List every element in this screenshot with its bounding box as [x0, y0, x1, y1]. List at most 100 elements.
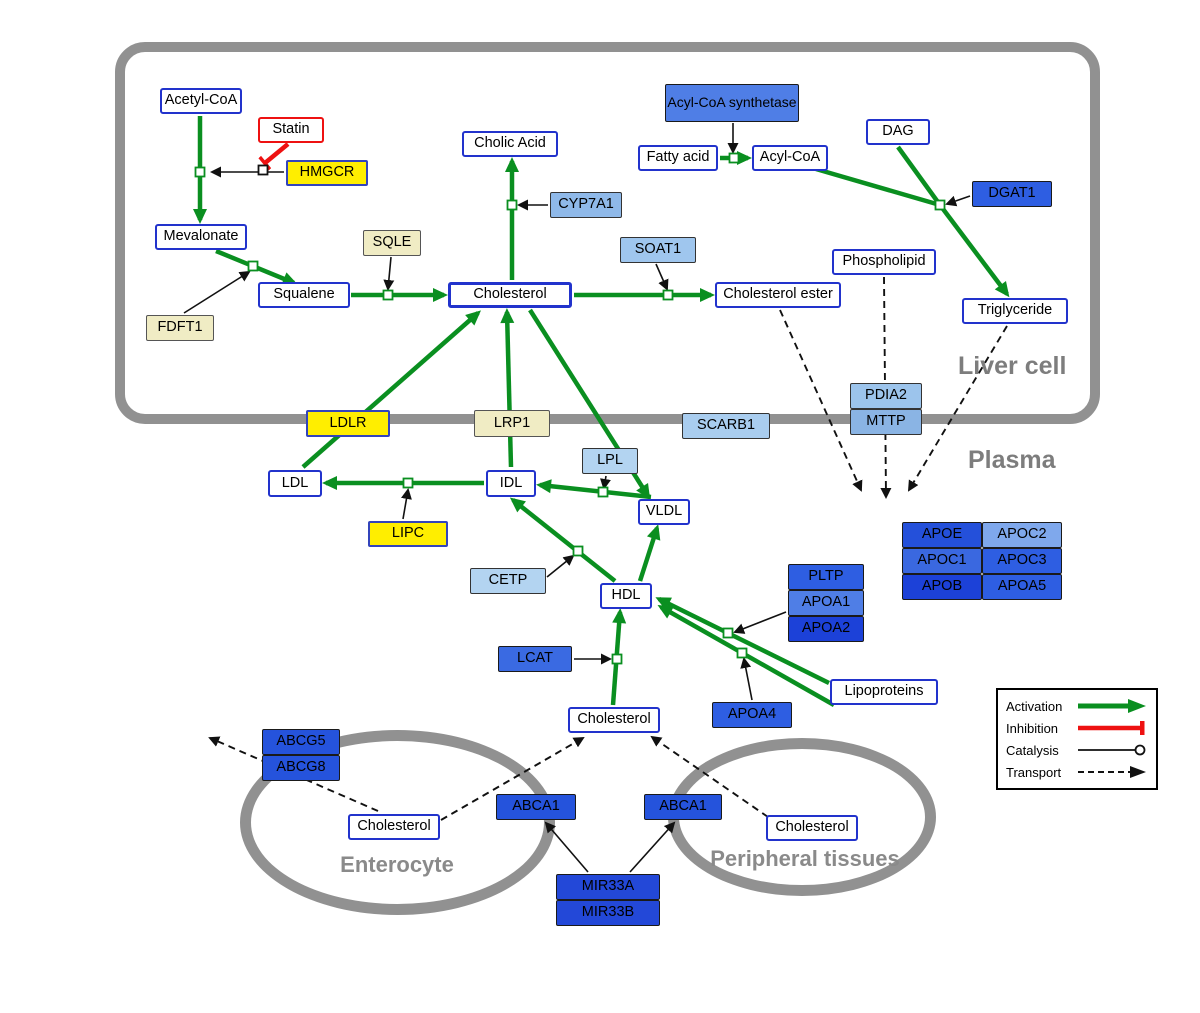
rxn-lcat: [611, 653, 623, 665]
node-squalene[interactable]: Squalene: [258, 282, 350, 308]
node-triglyceride[interactable]: Triglyceride: [962, 298, 1068, 324]
node-apoa4[interactable]: APOA4: [712, 702, 792, 728]
edge-dgat1-catalysis: [945, 195, 971, 207]
liver-cell-compartment: [115, 42, 1100, 424]
edge-mir33-to-abca1-left: [544, 821, 589, 873]
node-apoa5[interactable]: APOA5: [982, 574, 1062, 600]
legend-row-catalysis: Catalysis: [1006, 740, 1148, 760]
node-scarb1[interactable]: SCARB1: [682, 413, 770, 439]
rxn-cetp: [572, 545, 584, 557]
node-apoc1[interactable]: APOC1: [902, 548, 982, 574]
node-fatty_acid[interactable]: Fatty acid: [638, 145, 718, 171]
node-lpl[interactable]: LPL: [582, 448, 638, 474]
activation-arrow-icon: [1078, 699, 1146, 713]
node-lrp1[interactable]: LRP1: [474, 410, 550, 437]
node-hdl[interactable]: HDL: [600, 583, 652, 609]
edge-junction-to-triglyceride: [938, 203, 1010, 298]
node-dag[interactable]: DAG: [866, 119, 930, 145]
node-mir33b[interactable]: MIR33B: [556, 900, 660, 926]
peripheral-tissues-label: Peripheral tissues: [710, 846, 900, 871]
edge-lipoproteins-to-hdl-1: [655, 596, 830, 686]
legend-label-inhibition: Inhibition: [1006, 720, 1059, 736]
node-dgat1[interactable]: DGAT1: [972, 181, 1052, 207]
rxn-apoa-group: [722, 627, 734, 639]
edge-fdft1-catalysis: [183, 270, 251, 314]
edge-mir33-to-abca1-right: [629, 821, 676, 873]
edge-dag-to-junction: [896, 145, 942, 207]
legend-label-catalysis: Catalysis: [1006, 742, 1059, 758]
inhibition-tbar-icon: [1078, 721, 1145, 735]
edge-triglyceride-export: [907, 325, 1008, 492]
node-lipoproteins[interactable]: Lipoproteins: [830, 679, 938, 705]
node-soat1[interactable]: SOAT1: [620, 237, 696, 263]
node-abcg5[interactable]: ABCG5: [262, 729, 340, 755]
node-pltp[interactable]: PLTP: [788, 564, 864, 590]
node-mevalonate[interactable]: Mevalonate: [155, 224, 247, 250]
catalysis-circle-icon: [1078, 744, 1146, 756]
node-apob[interactable]: APOB: [902, 574, 982, 600]
node-apoa2[interactable]: APOA2: [788, 616, 864, 642]
node-ldl[interactable]: LDL: [268, 470, 322, 497]
node-chol_periph[interactable]: Cholesterol: [766, 815, 858, 841]
edge-lpl-catalysis: [600, 475, 611, 490]
node-abcg8[interactable]: ABCG8: [262, 755, 340, 781]
edge-lipc-catalysis: [401, 488, 412, 520]
legend-row-activation: Activation: [1006, 696, 1148, 716]
node-chol_ester[interactable]: Cholesterol ester: [715, 282, 841, 308]
node-pdia2[interactable]: PDIA2: [850, 383, 922, 409]
edge-ldl-to-cholesterol-via-ldlr: [301, 310, 482, 469]
legend-label-transport: Transport: [1006, 764, 1062, 780]
edge-cetp-catalysis: [546, 554, 575, 578]
node-lcat[interactable]: LCAT: [498, 646, 572, 672]
rxn-lipc: [402, 477, 414, 489]
edge-hdl-to-vldl: [637, 524, 661, 582]
edge-enterocyte-cholesterol-to-plasma: [440, 736, 585, 821]
node-vldl[interactable]: VLDL: [638, 499, 690, 525]
rxn-apoa4: [736, 647, 748, 659]
node-cholic_acid[interactable]: Cholic Acid: [462, 131, 558, 157]
rxn-hmgcr: [194, 166, 206, 178]
node-mir33a[interactable]: MIR33A: [556, 874, 660, 900]
node-mttp[interactable]: MTTP: [850, 409, 922, 435]
node-cetp[interactable]: CETP: [470, 568, 546, 594]
node-lipc[interactable]: LIPC: [368, 521, 448, 547]
node-phospholipid[interactable]: Phospholipid: [832, 249, 936, 275]
liver-cell-label: Liver cell: [958, 352, 1067, 380]
node-apoc3[interactable]: APOC3: [982, 548, 1062, 574]
node-abca1_left[interactable]: ABCA1: [496, 794, 576, 820]
legend-label-activation: Activation: [1006, 698, 1063, 714]
node-abca1_right[interactable]: ABCA1: [644, 794, 722, 820]
edge-hdl-to-idl: [509, 497, 617, 583]
node-statin[interactable]: Statin: [258, 117, 324, 143]
rxn-soat1: [662, 289, 674, 301]
edge-lipoproteins-to-hdl-2: [657, 605, 836, 707]
legend-row-transport: Transport: [1006, 762, 1148, 782]
edge-acylcoa-to-junction: [815, 166, 941, 208]
rxn-dgat1: [934, 199, 946, 211]
node-apoa1[interactable]: APOA1: [788, 590, 864, 616]
node-fdft1[interactable]: FDFT1: [146, 315, 214, 341]
node-chol_entero[interactable]: Cholesterol: [348, 814, 440, 840]
rxn-fdft1: [247, 260, 259, 272]
node-cholesterol_liver[interactable]: Cholesterol: [448, 282, 572, 308]
node-sqle[interactable]: SQLE: [363, 230, 421, 256]
node-acyl_coa_synthetase[interactable]: Acyl-CoA synthetase: [665, 84, 799, 122]
node-chol_plasma[interactable]: Cholesterol: [568, 707, 660, 733]
node-idl[interactable]: IDL: [486, 470, 536, 497]
node-acyl_coa[interactable]: Acyl-CoA: [752, 145, 828, 171]
rxn-lpl: [597, 486, 609, 498]
rxn-cyp7a1: [506, 199, 518, 211]
edge-idl-to-cholesterol-via-lrp1: [500, 308, 515, 468]
node-acetyl_coa[interactable]: Acetyl-CoA: [160, 88, 242, 114]
node-apoc2[interactable]: APOC2: [982, 522, 1062, 548]
edge-statin-inhibits-hmgcr: [258, 142, 290, 171]
node-cyp7a1[interactable]: CYP7A1: [550, 192, 622, 218]
node-hmgcr[interactable]: HMGCR: [286, 160, 368, 186]
node-ldlr[interactable]: LDLR: [306, 410, 390, 437]
edge-soat1-catalysis: [655, 263, 669, 291]
transport-dashed-arrow-icon: [1078, 766, 1146, 778]
node-apoe[interactable]: APOE: [902, 522, 982, 548]
edge-sqle-catalysis: [383, 256, 395, 291]
